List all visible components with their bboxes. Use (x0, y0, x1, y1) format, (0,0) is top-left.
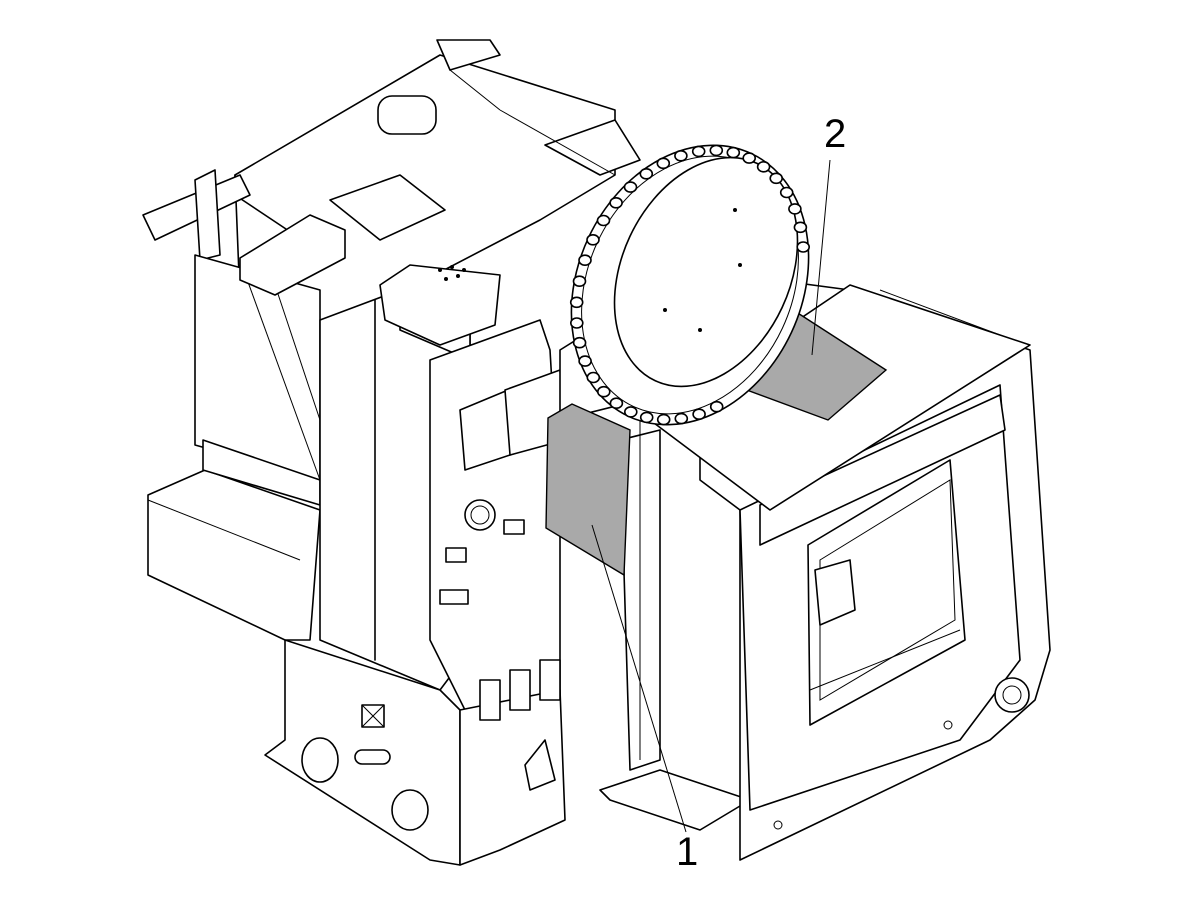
tool-pocket (691, 145, 706, 158)
tool-pocket (596, 385, 611, 398)
tool-pocket (578, 355, 592, 367)
callout-label-2: 2 (824, 112, 846, 156)
tool-pocket (656, 157, 671, 170)
tool-pocket (623, 181, 638, 193)
cable-duct (239, 174, 446, 296)
tool-pocket (586, 234, 600, 246)
tool-pocket (756, 161, 771, 173)
tool-pocket (578, 254, 592, 267)
tool-pocket (796, 241, 811, 253)
logo-emblem (464, 499, 496, 531)
tool-pocket (623, 406, 638, 418)
shaded-panel-1 (545, 403, 631, 577)
tool-pocket (769, 172, 784, 185)
tool-pocket (569, 296, 584, 309)
tool-pocket (674, 150, 688, 162)
tool-pocket (656, 413, 671, 426)
enclosure-window (807, 459, 966, 726)
tool-pocket (609, 397, 624, 410)
access-cover (377, 95, 437, 135)
tool-pocket (639, 411, 654, 424)
tool-pocket (572, 275, 587, 288)
tool-pocket (788, 203, 802, 215)
tool-pocket (609, 197, 623, 209)
tool-pocket (569, 317, 584, 329)
tool-pocket (726, 146, 741, 159)
tool-pocket (674, 412, 689, 425)
machine-base (264, 639, 566, 866)
tool-pocket (779, 186, 794, 199)
machine-column (319, 264, 566, 721)
tool-pocket (596, 214, 611, 227)
tool-carousel (569, 144, 811, 426)
tool-pocket (586, 371, 601, 384)
tool-pocket (793, 221, 808, 234)
tool-pocket (639, 168, 654, 180)
tool-pocket (742, 152, 757, 164)
callout-2: 2 (811, 112, 846, 356)
callout-label-1: 1 (676, 830, 698, 874)
left-chip-tray (147, 439, 321, 641)
callout-1: 1 (591, 524, 698, 874)
tool-pocket (709, 144, 724, 157)
tool-pocket (692, 408, 706, 421)
tool-pocket (572, 336, 587, 349)
air-regulator (994, 677, 1030, 713)
enclosure (649, 269, 1051, 861)
tool-pockets (569, 144, 811, 426)
tool-pocket (709, 400, 724, 413)
